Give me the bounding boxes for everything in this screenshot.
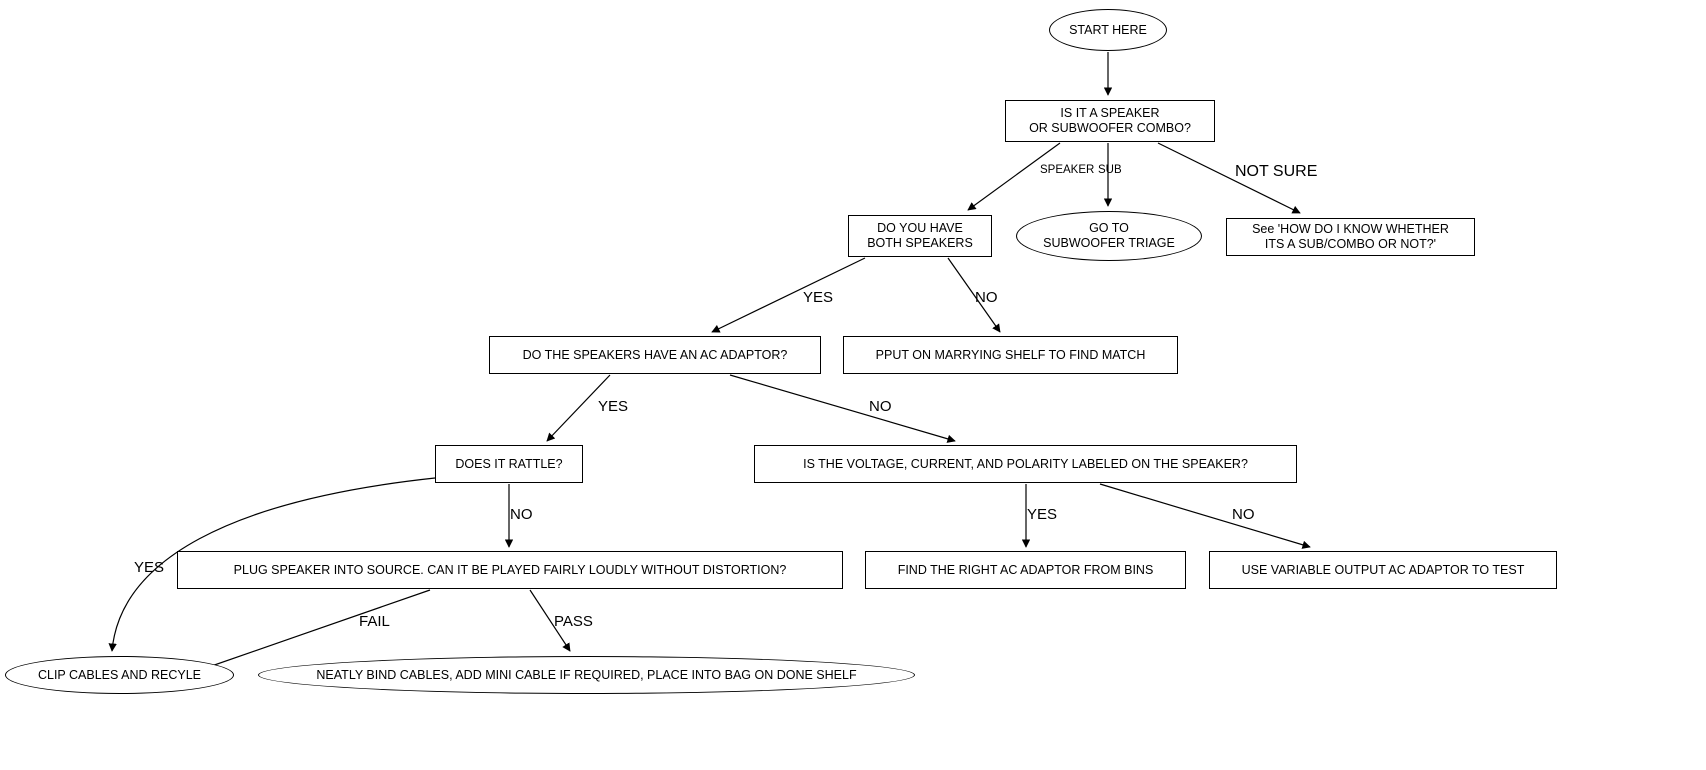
node-go-to-subwoofer-triage[interactable]: GO TO SUBWOOFER TRIAGE [1016,211,1202,261]
edge-label-sub: SUB [1098,164,1122,176]
node-does-it-rattle[interactable]: DOES IT RATTLE? [435,445,583,483]
node-start-here[interactable]: START HERE [1049,9,1167,51]
edge-label-no-rattle: NO [510,506,533,523]
node-neatly-bind-cables[interactable]: NEATLY BIND CABLES, ADD MINI CABLE IF RE… [258,656,915,694]
node-is-the-voltage-current-polarity-labeled[interactable]: IS THE VOLTAGE, CURRENT, AND POLARITY LA… [754,445,1297,483]
edge-label-speaker: SPEAKER [1040,164,1095,176]
edge-label-yes-voltage: YES [1027,506,1058,523]
edge-label-yes-rattle: YES [134,559,165,576]
node-is-it-a-speaker-or-subwoofer-combo[interactable]: IS IT A SPEAKER OR SUBWOOFER COMBO? [1005,100,1215,142]
edge-is-speaker-to-both-speakers [967,142,1061,211]
edge-label-no-voltage: NO [1232,506,1255,523]
edge-both-speakers-to-ac-adaptor [711,257,866,333]
edge-label-pass: PASS [554,613,593,630]
node-put-on-marrying-shelf-to-find-match[interactable]: PPUT ON MARRYING SHELF TO FIND MATCH [843,336,1178,374]
edge-label-yes-both-speakers: YES [803,289,834,306]
edge-label-not-sure: NOT SURE [1235,163,1318,180]
edge-label-fail: FAIL [359,613,390,630]
edge-voltage-to-variable-adaptor [1099,483,1311,549]
edge-label-no-ac-adaptor: NO [869,398,892,415]
node-clip-cables-and-recyle[interactable]: CLIP CABLES AND RECYLE [5,656,234,694]
node-use-variable-output-ac-adaptor-to-test[interactable]: USE VARIABLE OUTPUT AC ADAPTOR TO TEST [1209,551,1557,589]
node-plug-speaker-into-source[interactable]: PLUG SPEAKER INTO SOURCE. CAN IT BE PLAY… [177,551,843,589]
edge-ac-adaptor-to-voltage-labeled [729,374,956,443]
edge-label-no-both-speakers: NO [975,289,998,306]
node-see-how-do-i-know-sub-combo[interactable]: See 'HOW DO I KNOW WHETHER ITS A SUB/COM… [1226,218,1475,256]
node-do-the-speakers-have-an-ac-adaptor[interactable]: DO THE SPEAKERS HAVE AN AC ADAPTOR? [489,336,821,374]
edge-plug-to-clip-recyle [199,589,431,672]
edge-label-yes-ac-adaptor: YES [598,398,629,415]
node-do-you-have-both-speakers[interactable]: DO YOU HAVE BOTH SPEAKERS [848,215,992,257]
node-find-the-right-ac-adaptor-from-bins[interactable]: FIND THE RIGHT AC ADAPTOR FROM BINS [865,551,1186,589]
